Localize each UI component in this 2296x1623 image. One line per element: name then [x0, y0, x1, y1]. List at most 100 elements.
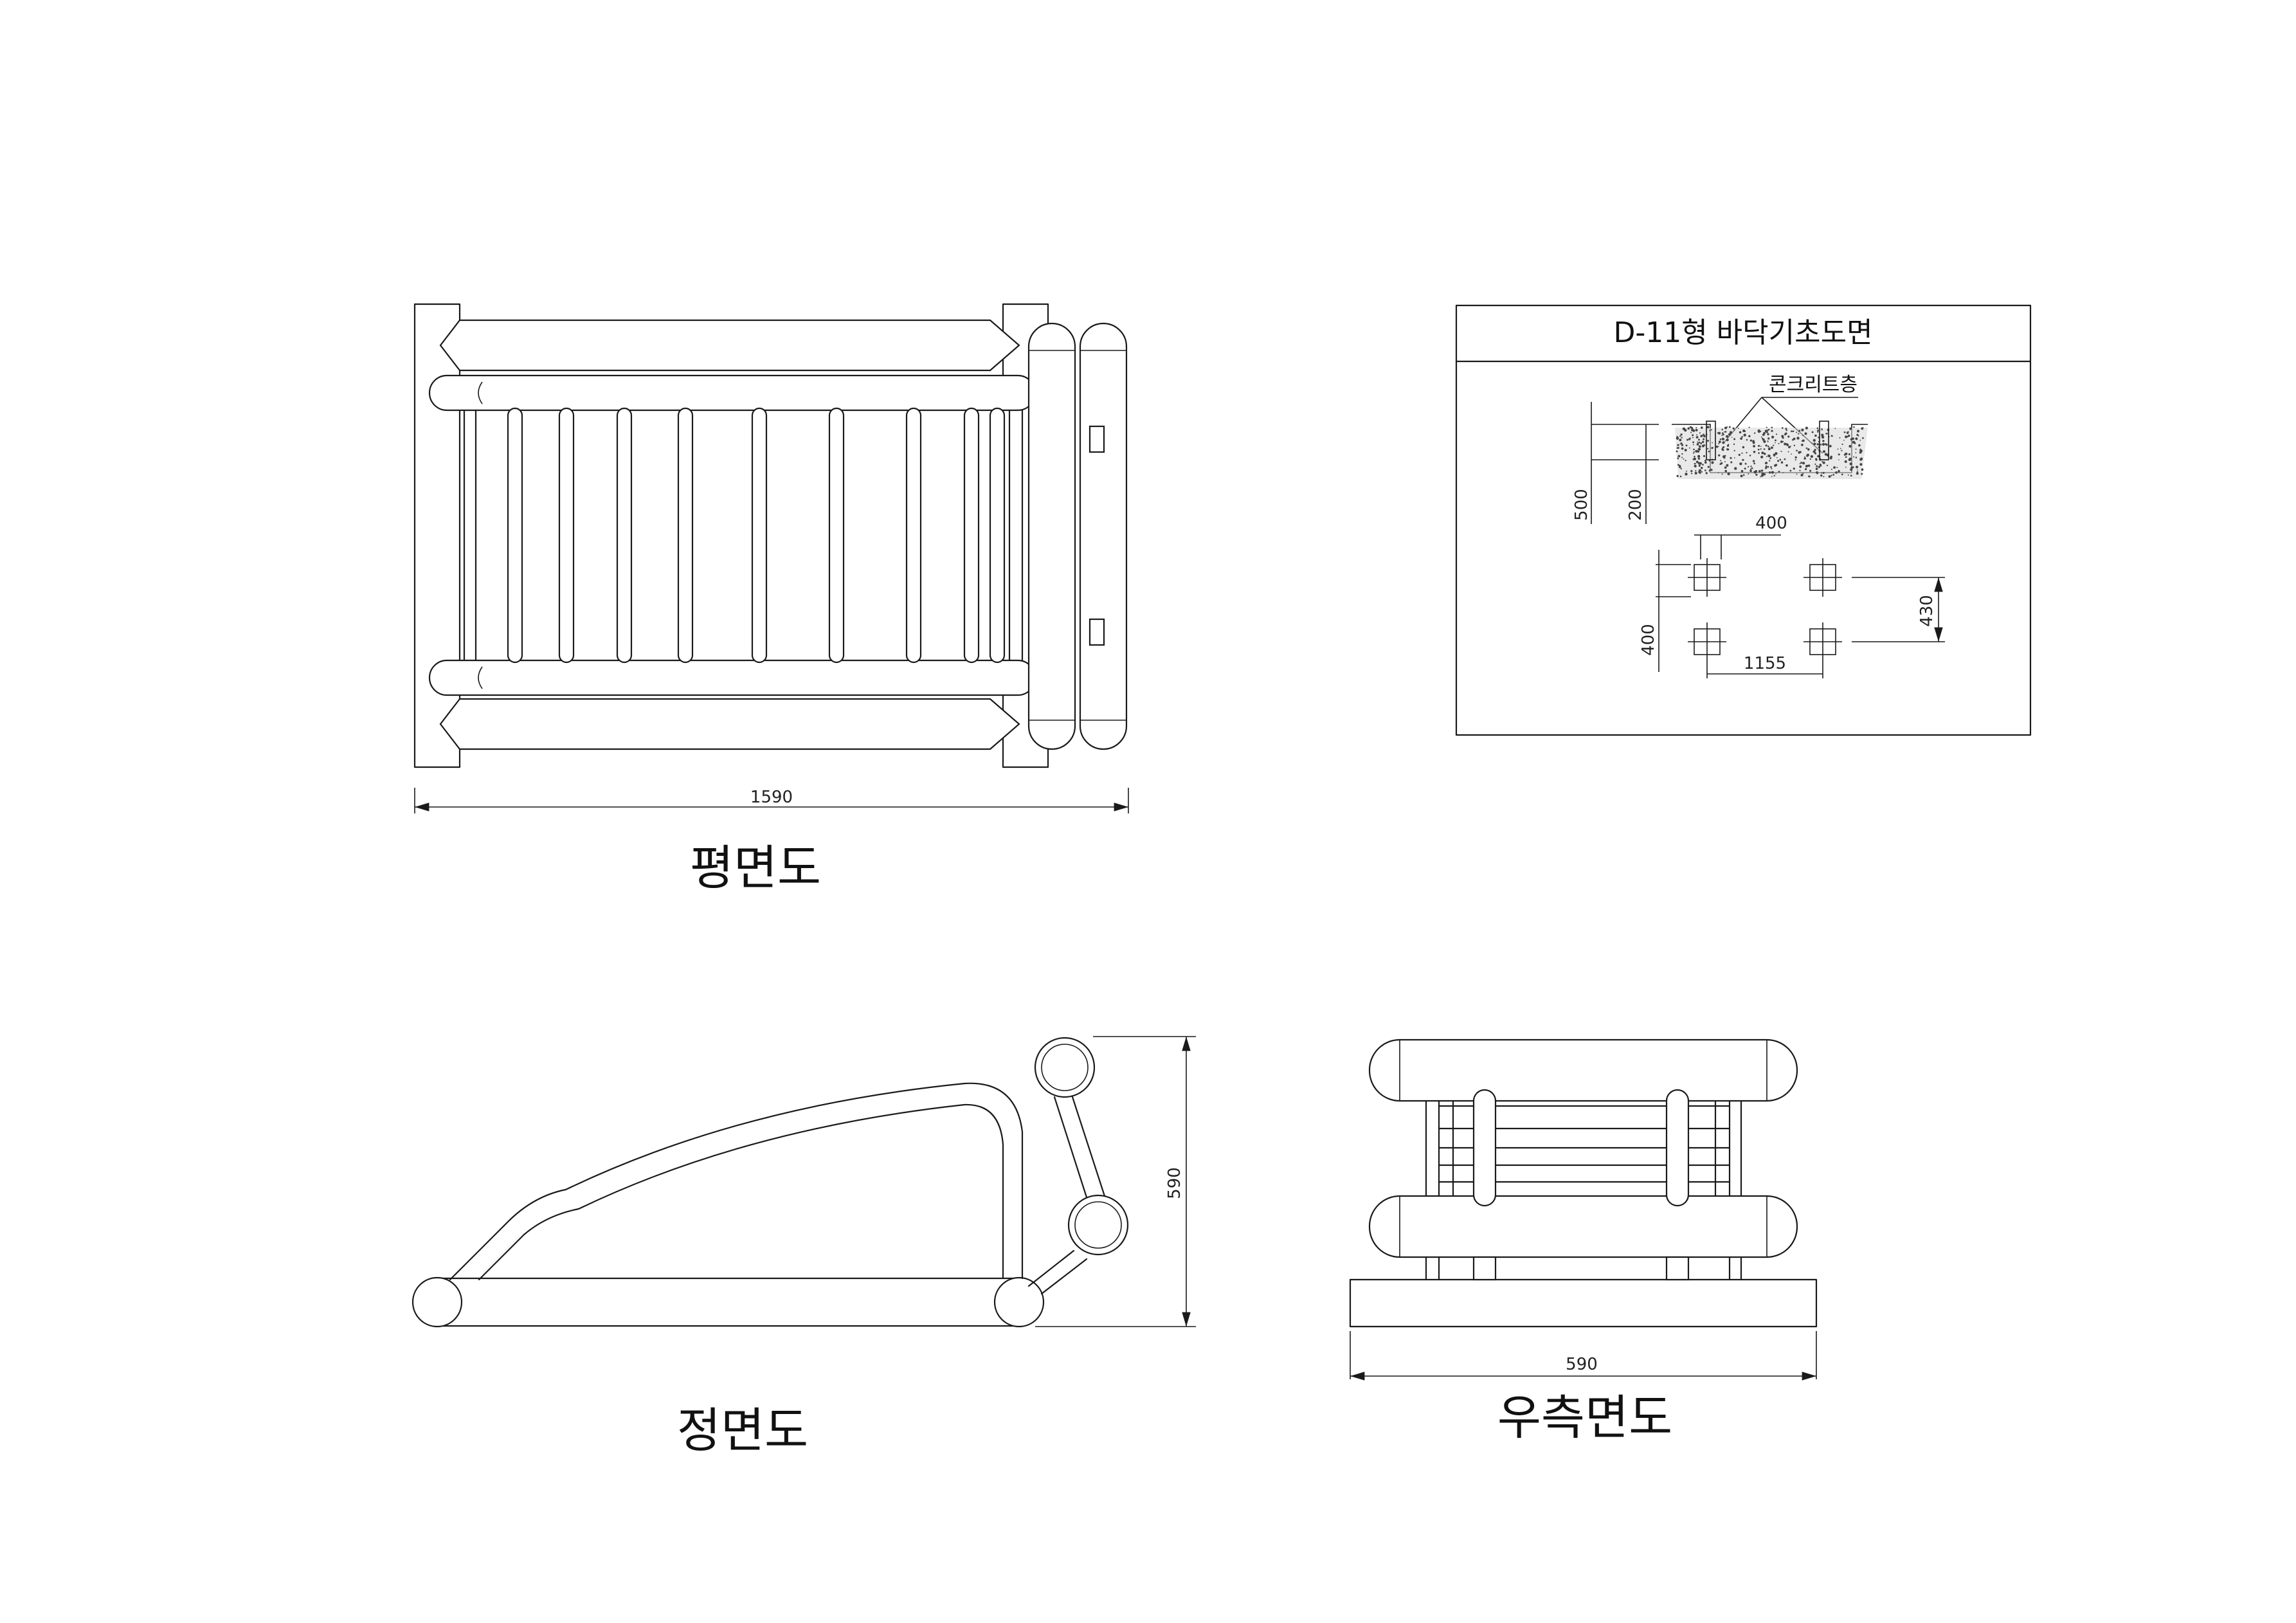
right-strap-left: [1472, 1089, 1497, 1207]
concrete-speck: [1751, 467, 1753, 469]
concrete-speck: [1692, 458, 1695, 460]
concrete-speck: [1856, 472, 1859, 475]
concrete-speck: [1746, 451, 1748, 454]
concrete-speck: [1702, 434, 1704, 436]
concrete-speck: [1717, 472, 1719, 473]
concrete-speck: [1771, 476, 1773, 477]
concrete-speck: [1708, 450, 1710, 453]
concrete-speck: [1694, 464, 1697, 467]
concrete-speck: [1722, 433, 1724, 436]
concrete-speck: [1791, 453, 1792, 455]
concrete-speck: [1696, 443, 1699, 446]
concrete-speck: [1724, 466, 1727, 469]
concrete-speck: [1784, 433, 1786, 436]
concrete-speck: [1859, 449, 1861, 451]
concrete-speck: [1853, 426, 1855, 428]
concrete-speck: [1712, 447, 1714, 449]
concrete-speck: [1704, 461, 1707, 464]
depth-concrete-dim: 200: [1626, 489, 1645, 521]
concrete-speck: [1695, 436, 1699, 439]
concrete-speck: [1801, 444, 1803, 446]
concrete-speck: [1752, 441, 1755, 444]
concrete-speck: [1744, 467, 1746, 470]
concrete-speck: [1708, 469, 1711, 472]
concrete-speck: [1703, 444, 1706, 446]
front-view: 590 정면도: [411, 1036, 1196, 1458]
concrete-speck: [1722, 447, 1724, 449]
concrete-speck: [1692, 434, 1694, 437]
footing-plan: [1688, 558, 1842, 661]
concrete-speck: [1855, 448, 1857, 450]
concrete-speck: [1796, 449, 1798, 452]
concrete-speck: [1862, 437, 1864, 439]
concrete-speck: [1804, 432, 1807, 435]
front-upper-roller: [1034, 1037, 1096, 1098]
concrete-speck: [1740, 437, 1742, 440]
concrete-speck: [1719, 441, 1721, 443]
concrete-speck: [1746, 439, 1748, 441]
concrete-speck: [1760, 455, 1764, 458]
foundation-title: D-11형 바닥기초도면: [1613, 316, 1872, 349]
concrete-speck: [1742, 474, 1745, 476]
concrete-speck: [1798, 451, 1801, 454]
concrete-speck: [1698, 445, 1701, 448]
concrete-speck: [1859, 458, 1862, 461]
concrete-speck: [1697, 450, 1700, 453]
concrete-speck: [1730, 457, 1732, 459]
concrete-speck: [1793, 467, 1795, 470]
concrete-speck: [1694, 455, 1695, 458]
plan-left-end-board: [413, 303, 461, 768]
concrete-speck: [1677, 455, 1681, 458]
concrete-speck: [1808, 475, 1811, 478]
plan-view: 1590 평면도: [413, 303, 1129, 896]
concrete-speck: [1761, 451, 1764, 455]
concrete-speck: [1731, 437, 1733, 438]
concrete-speck: [1771, 467, 1773, 469]
concrete-speck: [1681, 437, 1683, 439]
concrete-speck: [1773, 444, 1775, 446]
concrete-speck: [1775, 439, 1776, 442]
front-curved-frame-inner: [478, 1103, 1004, 1281]
concrete-speck: [1789, 469, 1792, 472]
concrete-speck: [1765, 444, 1767, 447]
concrete-speck: [1787, 451, 1789, 453]
concrete-speck: [1679, 475, 1682, 478]
concrete-speck: [1718, 431, 1721, 435]
plan-bottom-beam: [439, 698, 1020, 750]
concrete-speck: [1767, 441, 1769, 442]
concrete-speck: [1841, 473, 1843, 476]
concrete-speck: [1814, 434, 1817, 437]
concrete-speck: [1677, 444, 1679, 446]
concrete-speck: [1701, 471, 1703, 473]
concrete-speck: [1738, 453, 1740, 456]
concrete-speck: [1741, 436, 1743, 438]
concrete-speck: [1847, 435, 1849, 438]
concrete-speck: [1820, 475, 1823, 477]
concrete-speck: [1761, 472, 1764, 475]
concrete-speck: [1814, 452, 1817, 455]
concrete-speck: [1785, 430, 1787, 431]
concrete-speck: [1817, 455, 1820, 458]
plan-view-title: 평면도: [690, 840, 821, 896]
concrete-speck: [1721, 428, 1723, 431]
plan-roller-1: [1027, 322, 1076, 750]
concrete-speck: [1829, 457, 1832, 460]
concrete-speck: [1844, 460, 1847, 463]
concrete-speck: [1721, 473, 1723, 475]
concrete-speck: [1850, 466, 1854, 469]
concrete-speck: [1821, 428, 1823, 430]
concrete-speck: [1829, 444, 1832, 448]
concrete-speck: [1679, 443, 1681, 445]
concrete-speck: [1855, 437, 1858, 440]
concrete-speck: [1850, 468, 1853, 471]
concrete-speck: [1812, 439, 1816, 442]
concrete-speck: [1756, 471, 1757, 473]
concrete-speck: [1726, 464, 1729, 467]
right-view: 590 우측면도: [1349, 1038, 1818, 1446]
foundation-frame: [1455, 304, 2032, 736]
concrete-speck: [1843, 439, 1845, 441]
concrete-speck: [1857, 430, 1859, 433]
concrete-speck: [1721, 434, 1723, 437]
concrete-speck: [1798, 433, 1800, 435]
concrete-speck: [1708, 460, 1711, 462]
